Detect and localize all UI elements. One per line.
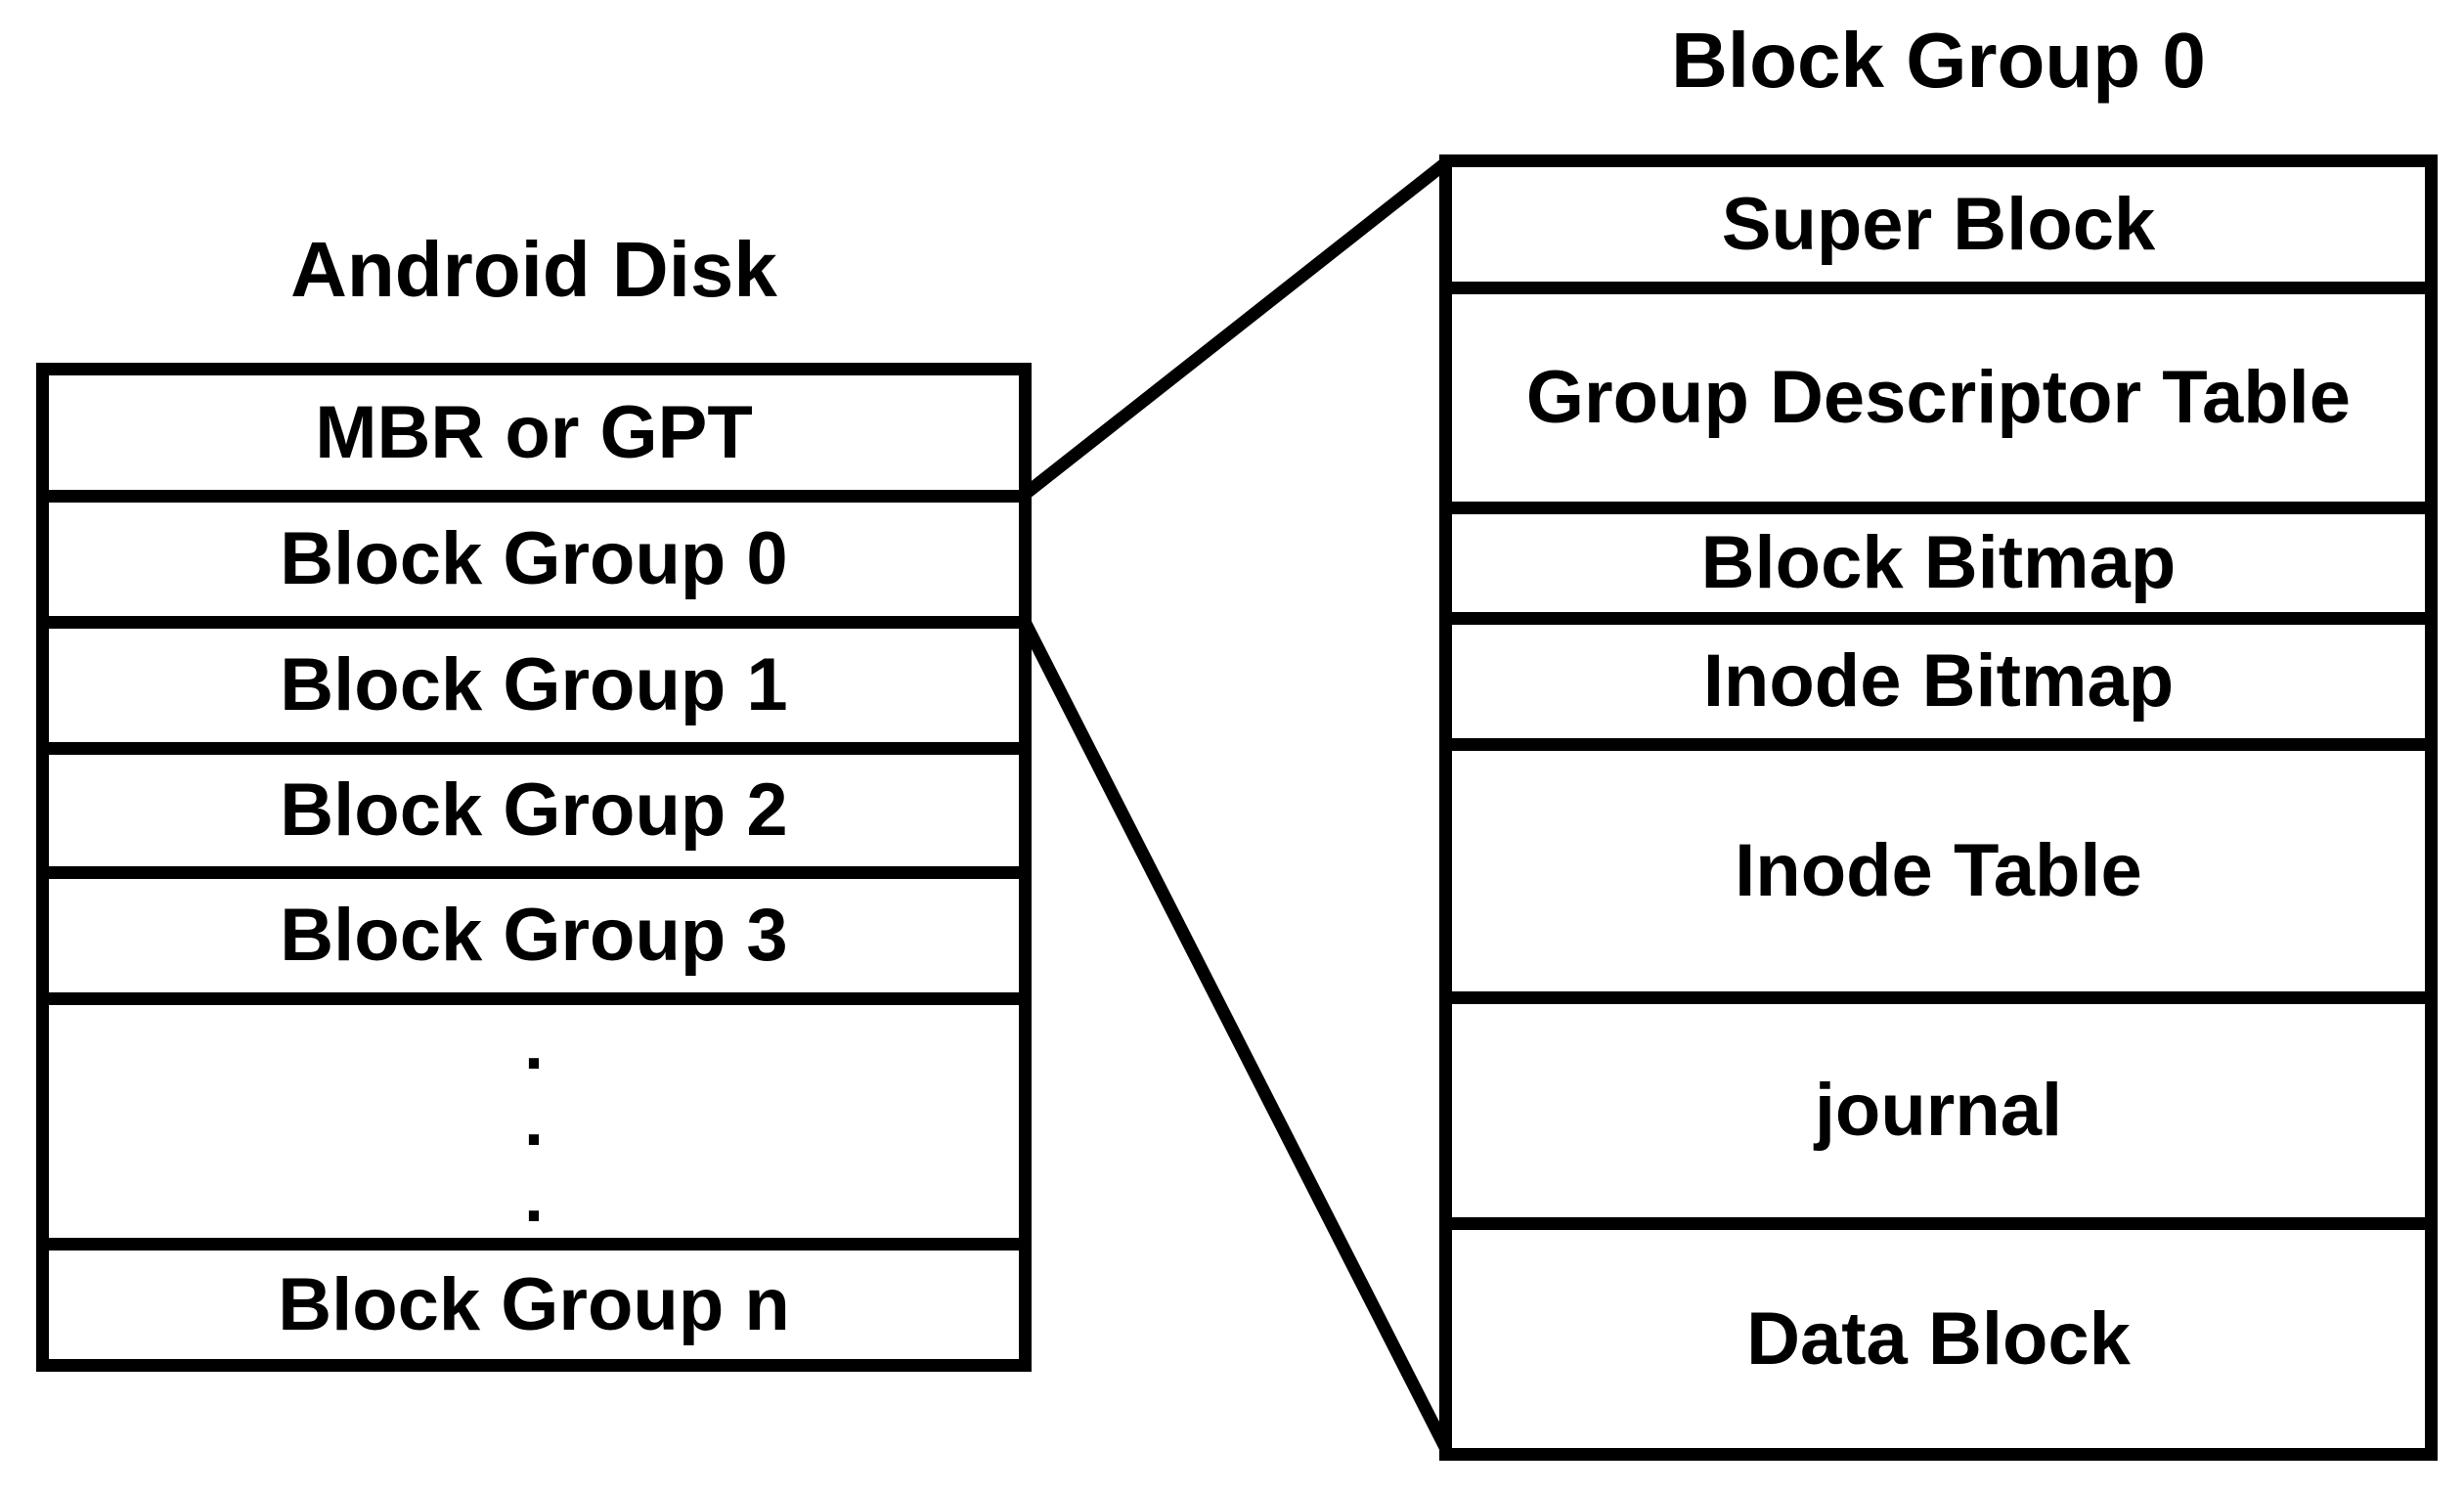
ellipsis-dot: . — [523, 1006, 544, 1084]
ellipsis-dot: . — [523, 1082, 544, 1161]
row-block-bitmap: Block Bitmap — [1452, 514, 2425, 625]
expansion-line-top — [1017, 154, 1454, 503]
expansion-line-bottom — [1016, 613, 1455, 1458]
row-ellipsis: . . . — [49, 1005, 1019, 1251]
row-inode-table: Inode Table — [1452, 751, 2425, 1004]
row-data-block: Data Block — [1746, 1296, 2131, 1381]
android-disk-title: Android Disk — [290, 226, 777, 313]
ellipsis-dot: . — [523, 1159, 544, 1237]
android-disk-box: MBR or GPT Block Group 0 Block Group 1 B… — [36, 363, 1032, 1372]
block-group-0-title: Block Group 0 — [1671, 17, 2206, 104]
row-journal: journal — [1452, 1004, 2425, 1230]
row-mbr-or-gpt: MBR or GPT — [49, 375, 1019, 503]
row-block-group-1: Block Group 1 — [49, 629, 1019, 755]
row-block-group-3: Block Group 3 — [49, 879, 1019, 1005]
row-group-descriptor-table: Group Descriptor Table — [1452, 294, 2425, 514]
block-group-0-box: Super Block Group Descriptor Table Block… — [1439, 154, 2438, 1461]
row-block-group-0: Block Group 0 — [49, 503, 1019, 629]
row-super-block: Super Block — [1452, 167, 2425, 294]
row-block-group-2: Block Group 2 — [49, 755, 1019, 879]
row-inode-bitmap: Inode Bitmap — [1452, 625, 2425, 751]
row-block-group-n: Block Group n — [278, 1262, 790, 1346]
